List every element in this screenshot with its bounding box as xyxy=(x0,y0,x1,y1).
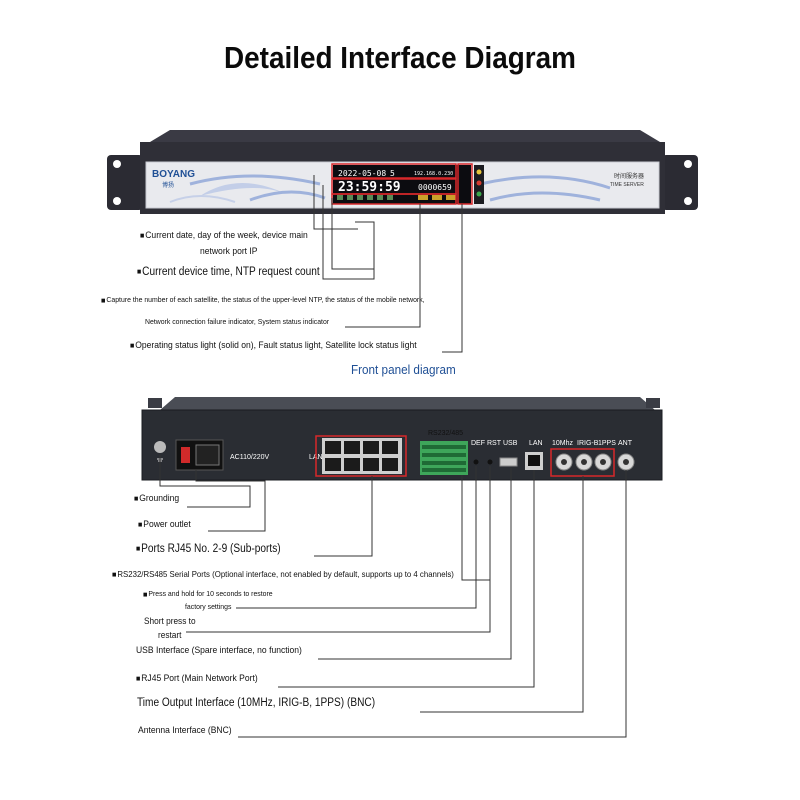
bnc-output-connectors[interactable] xyxy=(555,453,612,471)
rear-leader-lines xyxy=(159,455,627,738)
callout-def-line2: factory settings xyxy=(185,602,232,611)
callout-power-outlet: ■Power outlet xyxy=(138,519,191,530)
callout-def: ■Press and hold for 10 seconds to restor… xyxy=(143,589,273,599)
date-highlight-box xyxy=(331,163,457,179)
lcd-weekday: 5 xyxy=(390,169,395,178)
page-title: Detailed Interface Diagram xyxy=(224,40,576,75)
front-leader-lines xyxy=(313,175,463,353)
lan-label: LAN xyxy=(529,440,543,447)
model-name-en: TIME SERVER xyxy=(610,182,644,188)
ant-label: ANT xyxy=(618,440,633,447)
callout-time: ■Current device time, NTP request count xyxy=(137,266,320,278)
rst-label: RST xyxy=(487,440,502,447)
model-name-cn: 时间服务器 xyxy=(614,172,644,180)
led-highlight-box xyxy=(457,163,473,205)
operating-status-led xyxy=(476,169,482,175)
front-panel-device: BOYANG 博扬 时间服务器 TIME SERVER 2022-05-08 5… xyxy=(107,130,698,214)
callout-date: ■Current date, day of the week, device m… xyxy=(140,230,308,241)
lcd-time: 23:59:59 xyxy=(338,180,401,195)
output-irigb-label: IRIG-B xyxy=(577,440,599,447)
usb-port[interactable] xyxy=(499,457,518,467)
brand-subtitle: 博扬 xyxy=(162,181,174,189)
satellite-lock-led xyxy=(476,191,482,197)
lcd-ntp-count: 0000659 xyxy=(418,183,452,192)
callout-usb: USB Interface (Spare interface, no funct… xyxy=(136,645,302,656)
callout-network: Network connection failure indicator, Sy… xyxy=(145,317,330,326)
def-button[interactable] xyxy=(473,459,479,465)
left-rack-ear xyxy=(107,155,143,210)
output-1pps-label: 1PPS xyxy=(598,440,616,447)
lcd-ip: 192.168.0.230 xyxy=(414,171,453,177)
output-10mhz-label: 10Mhz xyxy=(552,440,574,447)
callout-time-output: Time Output Interface (10MHz, IRIG-B, 1P… xyxy=(137,697,376,709)
usb-label: USB xyxy=(503,440,518,447)
callout-date-line2: network port IP xyxy=(200,246,258,257)
def-label: DEF xyxy=(471,440,485,447)
callout-rst-line2: restart xyxy=(158,630,182,640)
callout-sub-ports: ■Ports RJ45 No. 2-9 (Sub-ports) xyxy=(136,543,281,555)
grounding-screw xyxy=(154,441,166,453)
brand-logo: BOYANG xyxy=(152,169,195,180)
lcd-date: 2022-05-08 xyxy=(338,169,386,178)
fault-status-led xyxy=(476,180,482,186)
right-rack-ear xyxy=(662,155,698,210)
lcd-status-icons xyxy=(337,195,456,200)
callout-main-lan: ■RJ45 Port (Main Network Port) xyxy=(136,673,258,684)
power-label: AC110/220V xyxy=(230,454,270,461)
lan-highlight-box xyxy=(315,435,407,477)
serial-label: RS232/485 xyxy=(428,430,463,437)
callout-antenna: Antenna Interface (BNC) xyxy=(138,725,232,736)
callout-rst: Short press to xyxy=(144,616,196,626)
callout-satellite: ■Capture the number of each satellite, t… xyxy=(101,295,425,305)
rst-button[interactable] xyxy=(487,459,493,465)
rear-panel-device: AC110/220V LAN RS232/485 DEF RST USB LAN xyxy=(141,397,663,481)
callout-grounding: ■Grounding xyxy=(134,493,180,504)
callout-status-lights: ■Operating status light (solid on), Faul… xyxy=(130,340,417,351)
power-switch[interactable] xyxy=(181,447,190,463)
callout-serial: ■RS232/RS485 Serial Ports (Optional inte… xyxy=(112,569,454,580)
front-panel-caption: Front panel diagram xyxy=(351,362,456,377)
